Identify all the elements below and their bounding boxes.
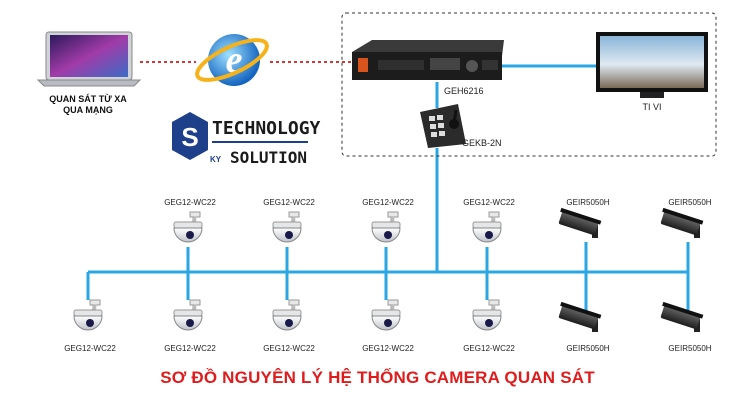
dome-camera-top-label-4: GEG12-WC22	[463, 198, 515, 207]
dome-camera-top-4	[472, 211, 502, 243]
keyboard-controller-icon	[420, 104, 466, 148]
bullet-camera-top-2	[660, 207, 704, 238]
keyboard-label: GEKB-2N	[462, 138, 502, 148]
dome-camera-top-1	[173, 211, 203, 243]
laptop-icon	[36, 31, 142, 87]
bullet-camera-bottom-label-1: GEIR5050H	[566, 344, 610, 353]
bullet-camera-top-label-1: GEIR5050H	[566, 198, 610, 207]
tv-icon	[596, 32, 708, 98]
bullet-camera-top-1	[558, 207, 602, 238]
dome-camera-bottom-label-2: GEG12-WC22	[164, 344, 216, 353]
dome-camera-bottom-label-5: GEG12-WC22	[463, 344, 515, 353]
dome-cameras	[73, 211, 502, 331]
dome-camera-bottom-4	[371, 299, 401, 331]
dvr-icon	[352, 40, 504, 80]
dome-camera-bottom-1	[73, 299, 103, 331]
dome-camera-bottom-5	[472, 299, 502, 331]
dome-camera-bottom-label-3: GEG12-WC22	[263, 344, 315, 353]
remote-label-line2: QUA MẠNG	[63, 105, 113, 115]
internet-explorer-icon: e	[195, 34, 269, 86]
dome-camera-bottom-2	[173, 299, 203, 331]
bullet-camera-bottom-label-2: GEIR5050H	[668, 344, 712, 353]
dome-camera-bottom-label-1: GEG12-WC22	[64, 344, 116, 353]
bullet-camera-top-label-2: GEIR5050H	[668, 198, 712, 207]
network-lines	[86, 64, 690, 318]
control-room-box	[341, 12, 717, 157]
svg-text:S: S	[181, 122, 198, 152]
bullet-cameras	[558, 207, 704, 332]
remote-label: QUAN SÁT TỪ XA QUA MẠNG	[49, 94, 126, 116]
page-title: SƠ ĐỒ NGUYÊN LÝ HỆ THỐNG CAMERA QUAN SÁT	[160, 368, 595, 387]
logo-technology-text: TECHNOLOGY	[212, 118, 321, 139]
bullet-camera-bottom-2	[660, 301, 704, 332]
sky-logo-icon: S	[172, 112, 308, 160]
dome-camera-top-label-3: GEG12-WC22	[362, 198, 414, 207]
logo-ky-text: KY	[210, 155, 222, 164]
dome-camera-bottom-3	[272, 299, 302, 331]
bullet-camera-bottom-1	[558, 301, 602, 332]
dvr-label: GEH6216	[444, 86, 484, 96]
remote-label-line1: QUAN SÁT TỪ XA	[49, 94, 127, 104]
dome-camera-top-label-2: GEG12-WC22	[263, 198, 315, 207]
logo-solution-text: SOLUTION	[230, 148, 308, 167]
dome-camera-top-3	[371, 211, 401, 243]
dome-camera-bottom-label-4: GEG12-WC22	[362, 344, 414, 353]
dome-camera-top-label-1: GEG12-WC22	[164, 198, 216, 207]
dome-camera-top-2	[272, 211, 302, 243]
tv-label: TI VI	[642, 102, 662, 112]
